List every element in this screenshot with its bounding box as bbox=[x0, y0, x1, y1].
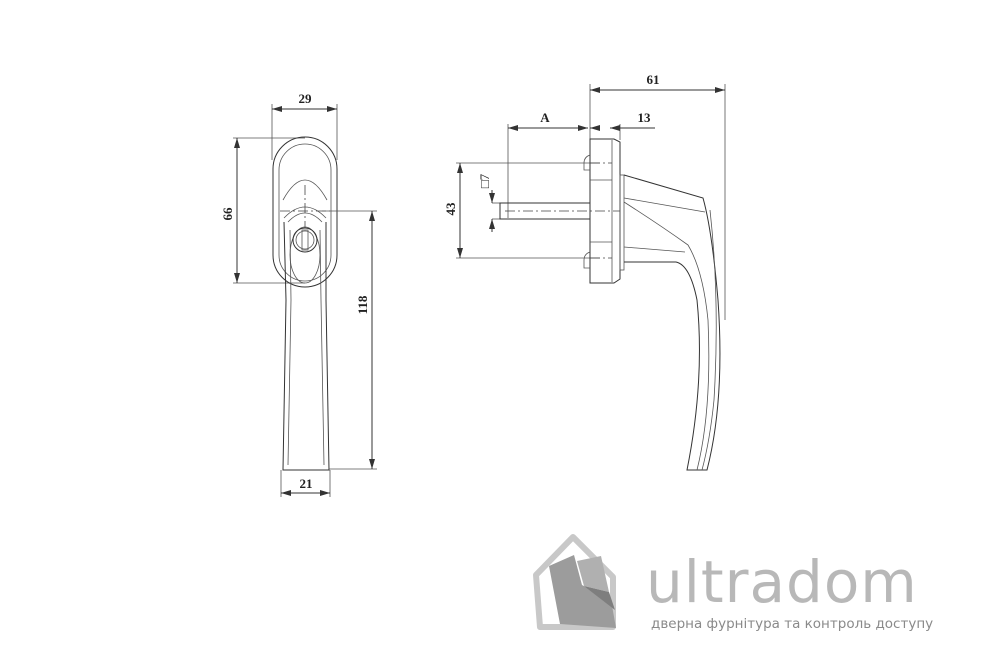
dimension-118: 118 bbox=[322, 210, 377, 470]
brand-tagline: дверна фурнітура та контроль доступу bbox=[651, 616, 933, 632]
dimension-label: A bbox=[540, 110, 550, 125]
rose-outline bbox=[272, 136, 338, 288]
dimension-43: 43 bbox=[443, 162, 600, 259]
brand-name: ultradom bbox=[646, 548, 918, 616]
dimension-square-7: □7 bbox=[477, 173, 500, 232]
spindle-cap bbox=[292, 227, 318, 253]
dimension-66: 66 bbox=[220, 137, 305, 284]
side-view: 61 A 13 43 □7 bbox=[443, 72, 726, 471]
rose-plate bbox=[589, 138, 621, 284]
dimension-label: □7 bbox=[477, 173, 492, 188]
dimension-21: 21 bbox=[280, 470, 331, 497]
dimension-label: 29 bbox=[299, 91, 313, 106]
dimension-label: 61 bbox=[647, 72, 660, 87]
brand-logo: ultradom дверна фурнітура та контроль до… bbox=[533, 534, 933, 632]
dimension-label: 66 bbox=[220, 207, 235, 221]
handle-shaft bbox=[282, 221, 330, 471]
dimension-29: 29 bbox=[271, 91, 338, 160]
dimension-label: 21 bbox=[300, 476, 313, 491]
front-view: 29 66 118 bbox=[220, 91, 377, 497]
house-logo-icon bbox=[533, 534, 616, 630]
dimension-label: 43 bbox=[443, 202, 458, 216]
dimension-a: A bbox=[507, 110, 588, 218]
handle-lever bbox=[623, 174, 721, 471]
dimension-label: 13 bbox=[638, 110, 652, 125]
dimension-13: 13 bbox=[590, 110, 655, 140]
dimension-label: 118 bbox=[355, 295, 370, 314]
